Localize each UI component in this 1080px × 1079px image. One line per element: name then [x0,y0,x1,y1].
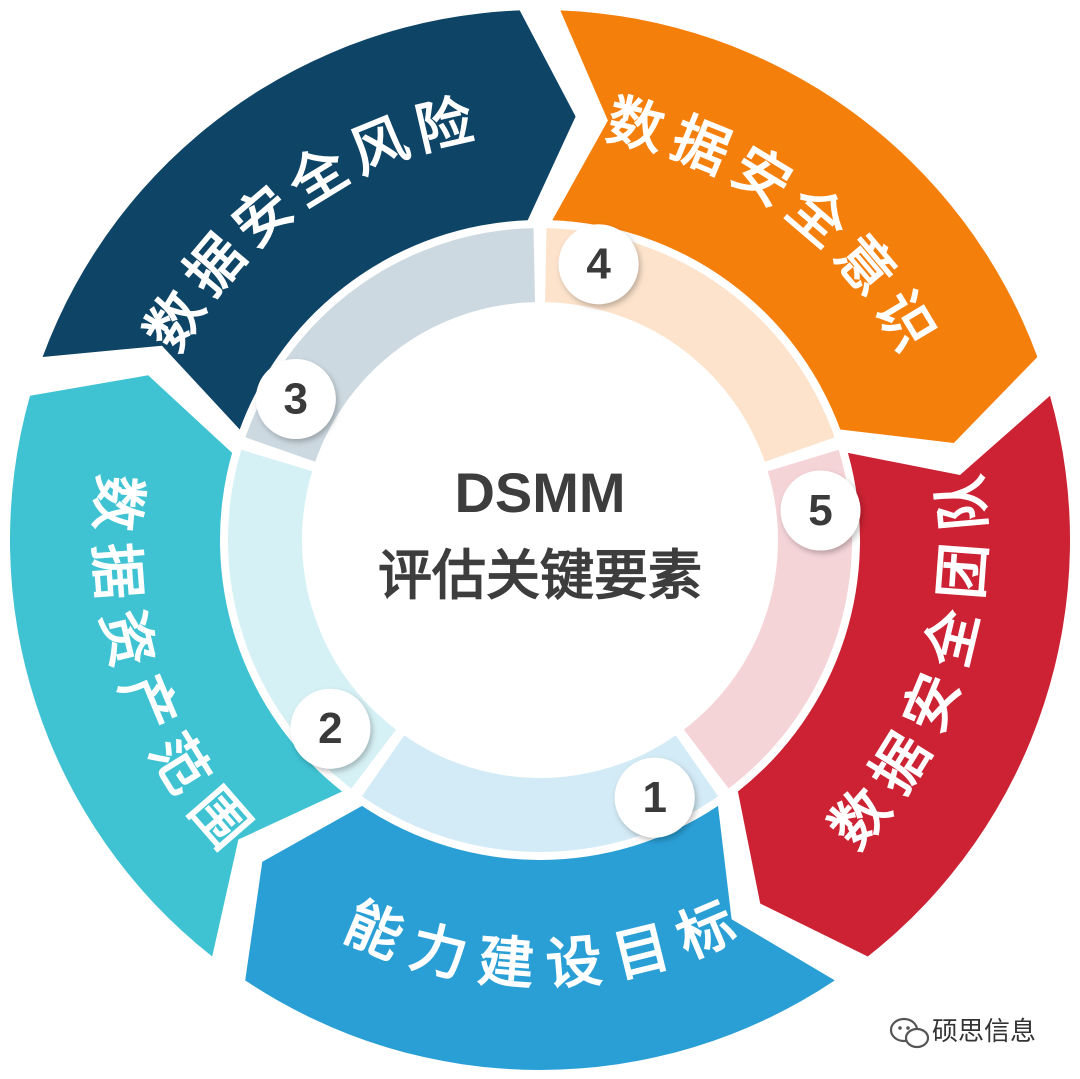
outer-ring [9,10,1071,1070]
badge-number: 3 [284,375,308,424]
step-badge-5: 5 [780,470,861,551]
badge-circle [290,688,371,769]
segment-5 [737,395,1071,957]
badge-circle [614,757,695,838]
segment-2 [9,375,343,957]
badge-number: 5 [808,486,832,535]
badge-circle [780,470,861,551]
segment-label-char: 队 [928,471,998,533]
step-badge-1: 1 [614,757,695,838]
segment-4 [552,10,1038,444]
wechat-icon [889,1017,930,1049]
segment-1 [245,805,835,1070]
segment-3 [42,10,576,430]
badge-number: 1 [642,773,666,822]
step-badge-2: 2 [290,688,371,769]
segment-label-char: 团 [929,541,998,602]
segment-label-char: 设 [544,929,605,998]
watermark: 硕思信息 [889,1017,1036,1049]
badge-number: 4 [586,240,611,289]
badge-circle [255,359,336,439]
watermark-text: 硕思信息 [932,1017,1036,1047]
badge-number: 2 [318,704,342,753]
step-badge-3: 3 [255,359,336,439]
step-badges: 1 2 3 4 5 [255,224,861,838]
center-title: DSMM [454,461,625,524]
step-badge-4: 4 [558,224,639,305]
center-subtitle: 评估关键要素 [378,544,702,607]
segment-label-char: 数 [82,472,152,533]
center-circle [305,305,775,775]
segment-label-char: 据 [82,541,151,602]
badge-circle [558,224,639,305]
segment-label-char: 建 [475,929,536,998]
